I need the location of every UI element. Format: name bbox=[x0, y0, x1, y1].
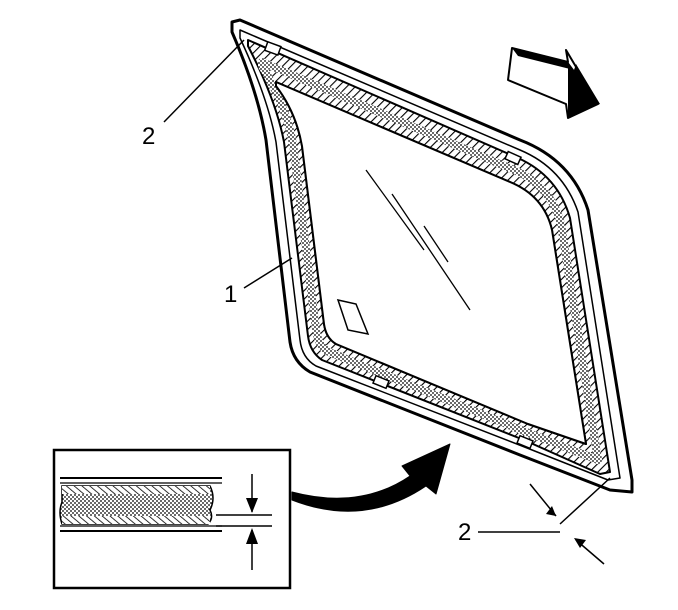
glass-inner-edge-line bbox=[239, 29, 621, 481]
callout-number-top-left: 2 bbox=[142, 123, 155, 150]
forward-arrow-icon bbox=[507, 47, 600, 119]
glass-reflection-line bbox=[365, 169, 425, 251]
callout-number-bottom-right: 2 bbox=[458, 519, 471, 546]
window-glass-assembly bbox=[230, 18, 634, 494]
bead-hatched-edge bbox=[62, 516, 210, 524]
bead-hatched-edge bbox=[62, 486, 210, 494]
spacer-block bbox=[263, 40, 282, 57]
bead-cross-section bbox=[59, 485, 214, 525]
glass-decal bbox=[336, 298, 370, 336]
callout-number-glass: 1 bbox=[224, 281, 237, 308]
curved-arrow-icon bbox=[291, 443, 451, 512]
dimension-arrows-bottom-right bbox=[478, 477, 611, 565]
spacer-block bbox=[372, 374, 390, 390]
glass-reflection-line bbox=[391, 193, 471, 311]
leader-line-top-left bbox=[163, 39, 245, 123]
spacer-block bbox=[503, 150, 523, 166]
glass-reflection-line bbox=[423, 225, 449, 263]
glass-pane bbox=[275, 81, 587, 445]
urethane-bead-core bbox=[258, 58, 602, 464]
leader-line-glass bbox=[243, 257, 293, 289]
spacer-block bbox=[516, 434, 534, 450]
bead-detail-inset bbox=[52, 448, 292, 590]
